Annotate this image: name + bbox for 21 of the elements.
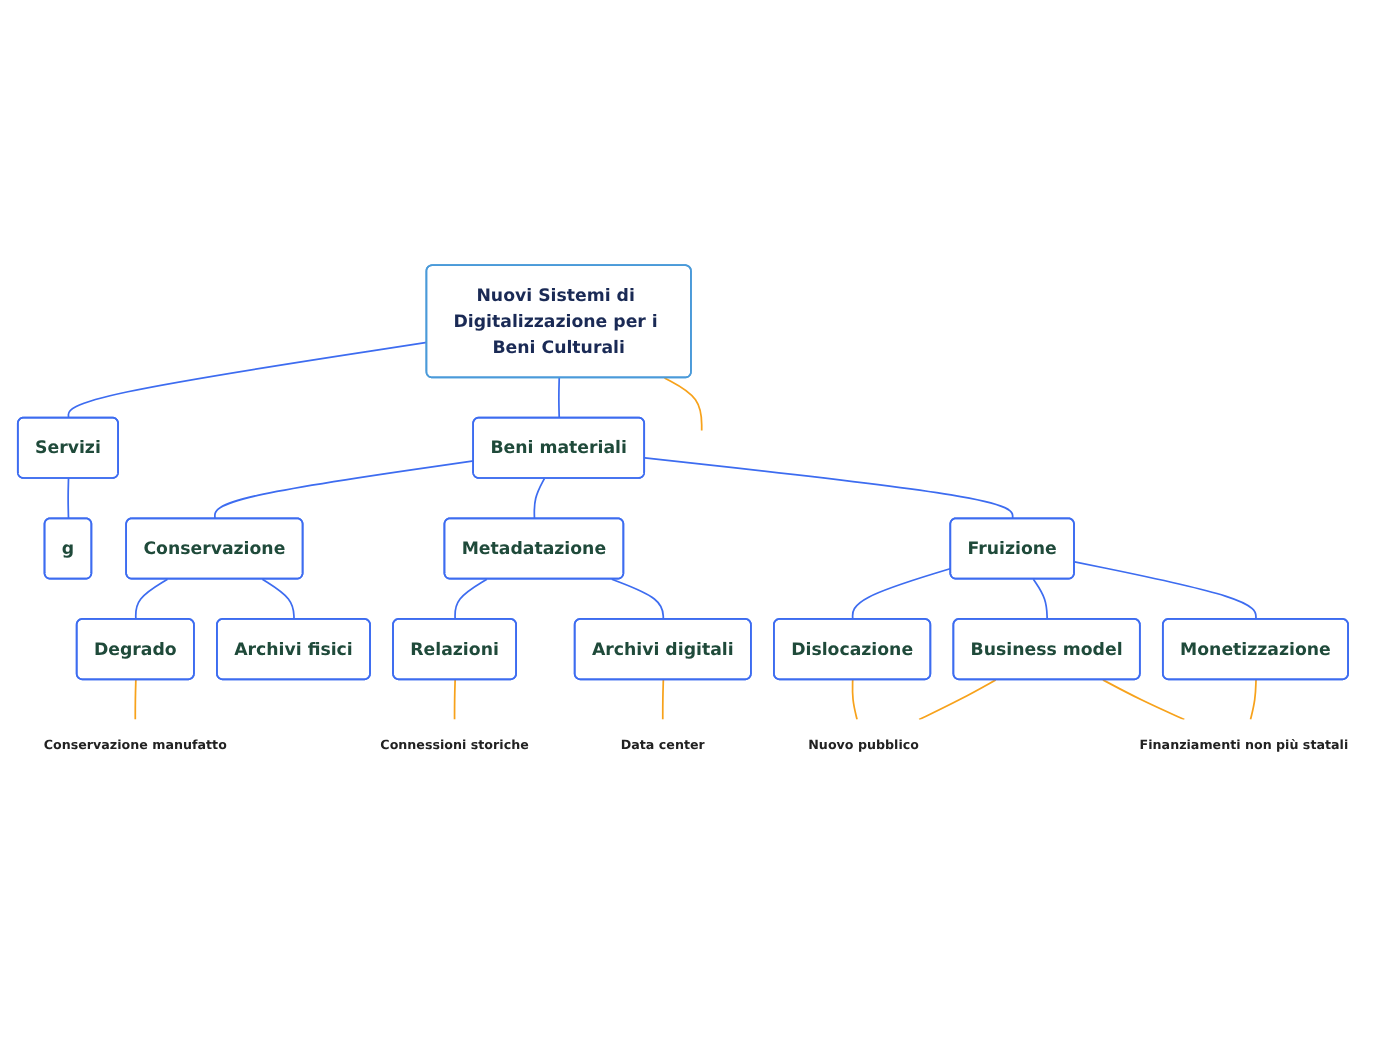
connector: [214, 460, 475, 521]
connector: [558, 377, 561, 420]
connector: [533, 478, 546, 521]
connector: [1102, 679, 1186, 722]
connector: [454, 579, 488, 622]
connector: [67, 342, 428, 420]
connector: [1073, 561, 1257, 622]
connector: [67, 478, 70, 521]
connector: [851, 679, 858, 722]
connector: [918, 679, 997, 722]
connector: [663, 377, 703, 433]
connector: [610, 579, 665, 622]
connector: [1032, 579, 1049, 622]
connector: [661, 679, 665, 722]
connector: [643, 457, 1014, 521]
connector: [134, 679, 137, 722]
connector: [1249, 679, 1257, 722]
connector: [851, 568, 952, 622]
connector: [453, 679, 456, 722]
connector: [134, 579, 169, 622]
connector: [261, 579, 295, 622]
